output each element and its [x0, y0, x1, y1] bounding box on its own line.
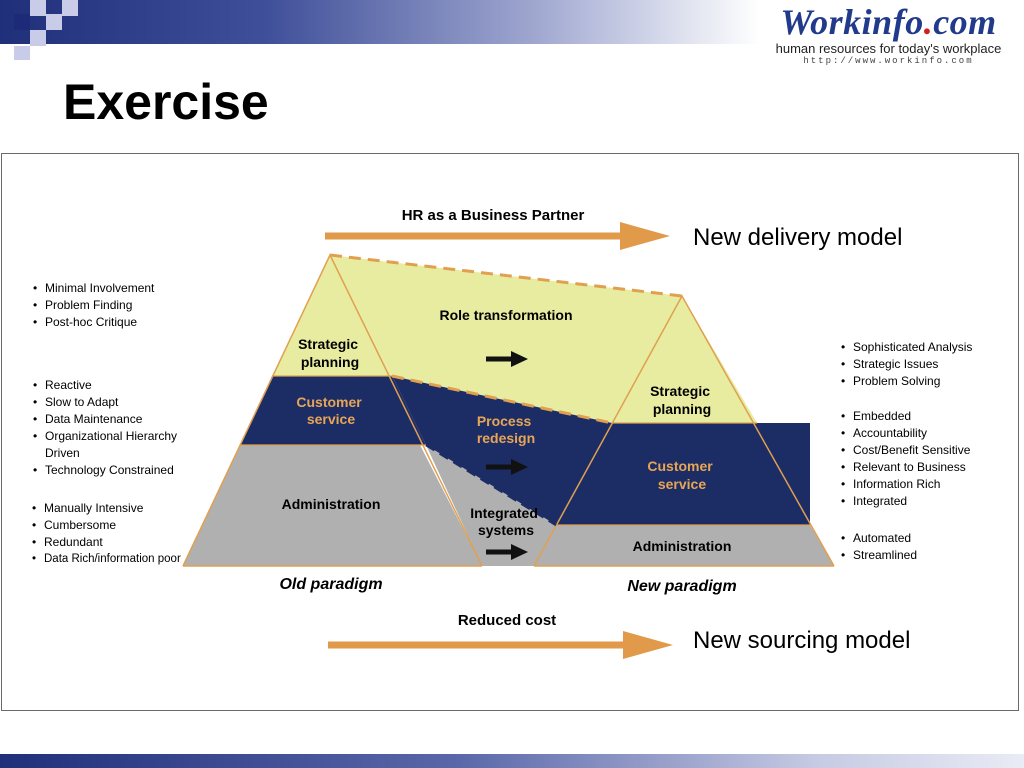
top-arrow-result: New delivery model — [693, 224, 902, 251]
list-item: Relevant to Business — [839, 459, 1009, 476]
logo-squares-decoration — [14, 0, 78, 60]
new-customer-label: Customer service — [647, 458, 716, 492]
old-paradigm-caption: Old paradigm — [279, 576, 382, 593]
old-customer-label: Customer service — [296, 394, 365, 427]
list-item: Slow to Adapt — [31, 394, 191, 411]
left-bullets-customer: Reactive Slow to Adapt Data Maintenance … — [31, 377, 191, 479]
list-item: Information Rich — [839, 476, 1009, 493]
logo-tagline: human resources for today's workplace — [775, 41, 1002, 56]
transition-arrow-3 — [486, 544, 528, 560]
list-item: Data Rich/information poor — [30, 551, 190, 568]
old-strategic-label: Strategic planning — [298, 336, 362, 370]
new-admin-label: Administration — [633, 538, 732, 554]
new-strategic-layer — [612, 296, 757, 423]
right-bullets-strategic: Sophisticated Analysis Strategic Issues … — [839, 339, 1009, 390]
old-admin-label: Administration — [282, 496, 381, 512]
list-item: Streamlined — [839, 547, 1009, 564]
new-admin-layer — [534, 525, 834, 566]
list-item: Integrated — [839, 493, 1009, 510]
list-item: Cumbersome — [30, 517, 190, 534]
slide-title: Exercise — [63, 74, 269, 130]
old-strategic-layer — [272, 255, 392, 376]
list-item: Problem Solving — [839, 373, 1009, 390]
top-arrow-head — [620, 222, 670, 250]
list-item: Technology Constrained — [31, 462, 191, 479]
bottom-arrow-label: Reduced cost — [458, 612, 556, 629]
logo-wordmark: Workinfo.com — [780, 2, 997, 42]
header-gradient-bar — [0, 0, 760, 44]
workinfo-logo[interactable]: Workinfo.com human resources for today's… — [761, 2, 1016, 68]
list-item: Embedded — [839, 408, 1009, 425]
right-bullets-customer: Embedded Accountability Cost/Benefit Sen… — [839, 408, 1009, 510]
new-pyramid-outline — [533, 294, 835, 567]
list-item: Problem Finding — [31, 297, 191, 314]
list-item: Post-hoc Critique — [31, 314, 191, 331]
list-item: Automated — [839, 530, 1009, 547]
integrated-systems-band — [426, 445, 556, 566]
bottom-arrow-result: New sourcing model — [693, 627, 910, 654]
list-item: Minimal Involvement — [31, 280, 191, 297]
dashed-lower-edge — [425, 443, 557, 527]
footer-gradient-bar — [0, 754, 1024, 768]
new-customer-layer — [556, 423, 810, 525]
transition-arrow-1 — [486, 351, 528, 367]
diagram-frame — [1, 153, 1019, 711]
top-arrow-label: HR as a Business Partner — [402, 207, 585, 224]
list-item: Cost/Benefit Sensitive — [839, 442, 1009, 459]
list-item: Reactive — [31, 377, 191, 394]
integrated-systems-label: Integrated systems — [470, 505, 542, 538]
old-customer-layer — [240, 376, 426, 445]
list-item: Sophisticated Analysis — [839, 339, 1009, 356]
logo-url: http://www.workinfo.com — [803, 56, 974, 66]
list-item: Redundant — [30, 534, 190, 551]
bottom-arrow-head — [623, 631, 673, 659]
role-transformation-label: Role transformation — [439, 307, 572, 323]
list-item: Strategic Issues — [839, 356, 1009, 373]
list-item: Accountability — [839, 425, 1009, 442]
process-redesign-label: Process redesign — [477, 413, 535, 446]
list-item: Manually Intensive — [30, 500, 190, 517]
dashed-top-edge — [329, 253, 683, 298]
list-item: Data Maintenance — [31, 411, 191, 428]
new-paradigm-caption: New paradigm — [627, 578, 736, 595]
transition-arrow-2 — [486, 459, 528, 475]
left-bullets-admin: Manually Intensive Cumbersome Redundant … — [30, 500, 190, 568]
list-item: Organizational Hierarchy Driven — [31, 428, 191, 462]
right-bullets-admin: Automated Streamlined — [839, 530, 1009, 564]
new-strategic-label: Strategic planning — [650, 383, 714, 417]
left-bullets-strategic: Minimal Involvement Problem Finding Post… — [31, 280, 191, 331]
old-admin-layer — [183, 445, 482, 566]
